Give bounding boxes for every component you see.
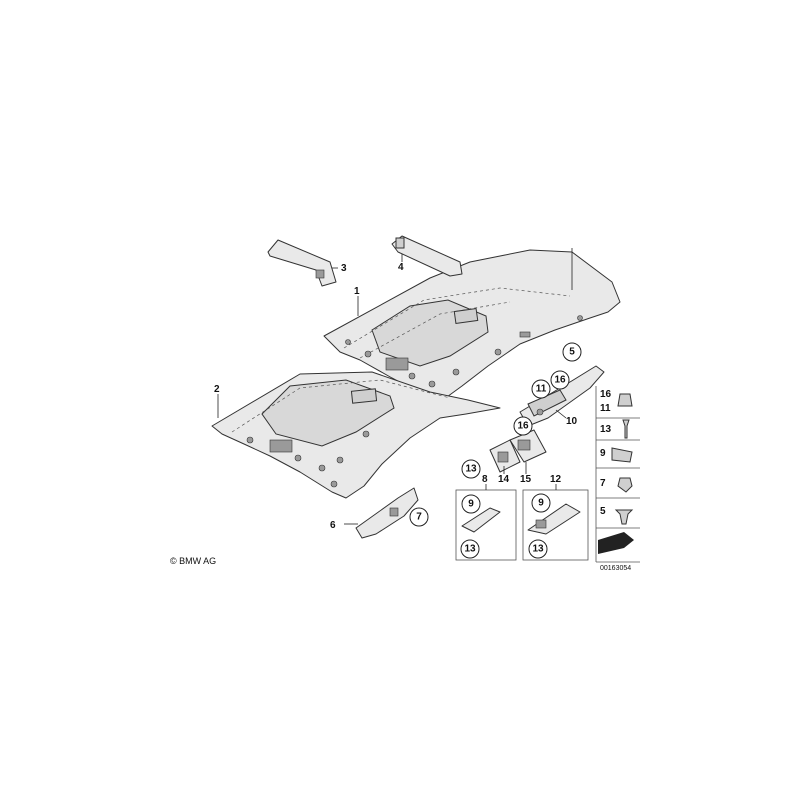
callout-label-7: 7 [416,512,422,523]
document-number: 00163054 [600,565,631,572]
callout-label-16b: 16 [517,421,529,432]
callout-label-9b: 9 [538,498,544,509]
legend-num-16: 16 [600,389,612,400]
handle-group-box-12 [522,489,589,561]
part-label-3: 3 [341,263,347,274]
callout-circle-9b [531,493,551,513]
rivet-icon [614,509,634,525]
callout-circle-13a [461,459,481,479]
part-label-10: 10 [566,416,578,427]
callout-circle-13b [460,539,480,559]
clip-14 [489,439,521,473]
callout-circle-13c [528,539,548,559]
headliner-front [323,249,621,403]
part-label-8: 8 [482,474,488,485]
callout-circle-11 [531,379,551,399]
callout-circle-16a [550,370,570,390]
headliner-rear [211,371,501,499]
copyright-text: © BMW AG [170,556,216,566]
fastener-legend: 16 11 13 9 7 5 [595,386,640,563]
part-label-12: 12 [550,474,562,485]
clip-icon [617,393,633,407]
callout-label-13b: 13 [464,544,476,555]
legend-num-11: 11 [600,403,611,414]
callout-label-5: 5 [569,347,575,358]
callout-label-16a: 16 [554,375,566,386]
handle-8 [461,507,501,533]
nut-icon [617,477,633,493]
callout-circle-16b [513,416,533,436]
bracket-6 [355,487,419,539]
part-label-15: 15 [520,474,532,485]
callout-label-13c: 13 [532,544,544,555]
part-label-14: 14 [498,474,510,485]
handle-12 [527,503,581,535]
arrow-icon [598,532,634,554]
leader-lines [217,248,573,525]
legend-num-7: 7 [600,478,606,489]
part-label-2: 2 [214,384,220,395]
bracket-3 [267,239,337,287]
screw-icon [622,419,630,439]
legend-num-13: 13 [600,424,612,435]
part-label-1: 1 [354,286,360,297]
legend-num-5: 5 [600,506,606,517]
callout-label-13a: 13 [465,464,477,475]
callout-circle-5 [562,342,582,362]
bracket-4 [391,235,463,277]
callout-label-11: 11 [536,384,547,395]
legend-num-9: 9 [600,448,606,459]
part-label-4: 4 [398,262,404,273]
pad-icon [611,447,633,463]
part-label-6: 6 [330,520,336,531]
callout-label-9a: 9 [468,499,474,510]
callout-circle-7 [409,507,429,527]
callout-circle-9a [461,494,481,514]
